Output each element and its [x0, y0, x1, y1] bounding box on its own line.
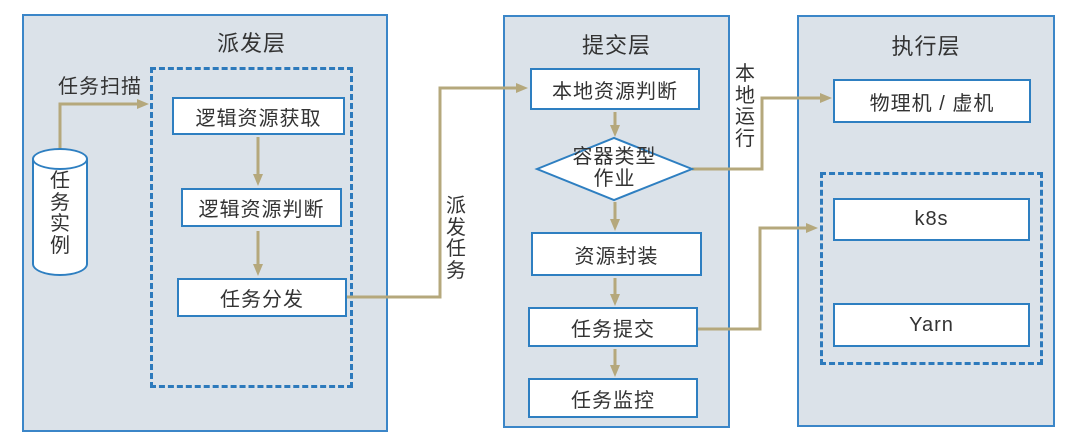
node-k8s: k8s [833, 198, 1030, 241]
node-physical-vm: 物理机 / 虚机 [833, 79, 1031, 123]
task-instance-label: 任务实例 [50, 170, 70, 257]
execute-layer-title: 执行层 [891, 34, 961, 59]
node-logic-resource-judge: 逻辑资源判断 [181, 188, 342, 227]
node-local-resource-judge: 本地资源判断 [530, 68, 700, 110]
edge-label-local-run: 本地运行 [735, 63, 755, 150]
node-task-submit: 任务提交 [528, 307, 698, 347]
cylinder-top-ellipse [32, 148, 88, 170]
task-instance-label-wrap: 任务实例 [32, 170, 88, 257]
edge-label-dispatch-task: 派发任务 [446, 195, 466, 282]
node-resource-pack: 资源封装 [531, 232, 702, 276]
task-instance-cylinder: 任务实例 [32, 148, 88, 276]
dispatch-layer-title: 派发层 [216, 31, 286, 56]
submit-layer-title: 提交层 [581, 33, 651, 58]
node-task-dispatch: 任务分发 [177, 278, 347, 317]
node-yarn: Yarn [833, 303, 1030, 347]
container-type-decision-label: 容器类型 作业 [537, 146, 692, 190]
decision-label-line1: 容器类型 [572, 146, 657, 168]
node-task-monitor: 任务监控 [528, 378, 698, 418]
cylinder-body [32, 159, 88, 276]
edge-label-task-scan: 任务扫描 [58, 76, 142, 98]
cluster-group-dashed-box [820, 172, 1043, 365]
node-logic-resource-fetch: 逻辑资源获取 [172, 97, 345, 135]
decision-label-line2: 作业 [593, 168, 636, 190]
